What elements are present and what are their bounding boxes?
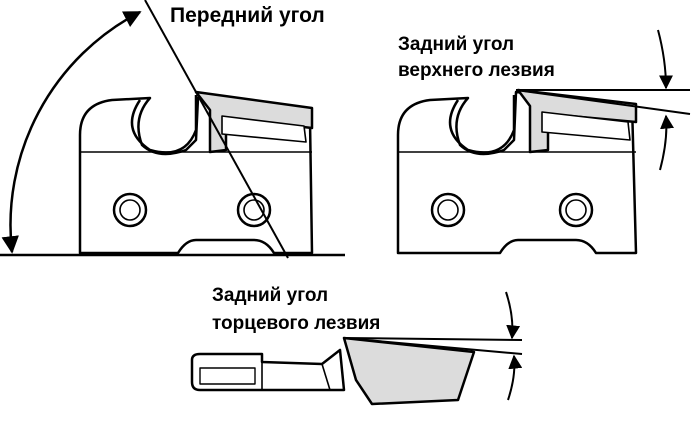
side-angle-arrow-up: [507, 354, 523, 401]
cutter-link-right: [396, 88, 638, 255]
top-plate-angle-label-line2: верхнего лезвия: [398, 60, 555, 81]
front-angle-arc: [1, 10, 142, 254]
side-plate-angle-label-line2: торцевого лезвия: [212, 313, 381, 334]
side-plate-angle-label-line1: Задний угол: [212, 285, 329, 306]
top-angle-arrow-down: [657, 29, 673, 90]
clearance-reference-top: [515, 89, 691, 115]
horizontal-reference-side: [343, 337, 523, 341]
side-angle-arrow-down: [505, 291, 521, 340]
top-angle-arrow-up: [659, 114, 675, 171]
front-angle-label: Передний угол: [170, 4, 325, 27]
top-plate-angle-label-line1: Задний угол: [398, 34, 515, 55]
depth-gauge-outline-right: [448, 95, 516, 154]
cutter-top-view: [190, 336, 476, 406]
clearance-reference-side: [343, 337, 523, 355]
reference-line-front: [144, 0, 289, 259]
